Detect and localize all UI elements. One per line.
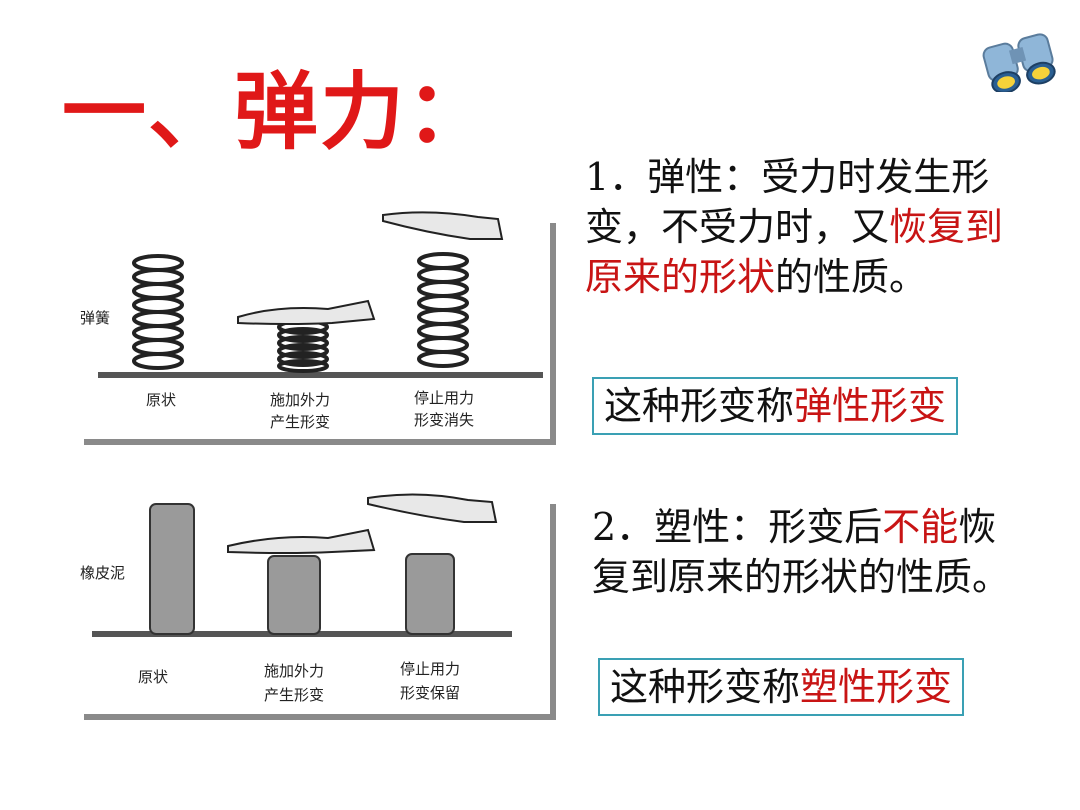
caption-original-2: 原状 — [138, 668, 168, 686]
spring-original — [132, 254, 184, 370]
plasticity-paragraph: 2．塑性：形变后不能恢复到原来的形状的性质。 — [592, 502, 1022, 602]
material-label: 弹簧 — [80, 309, 110, 327]
caption-original: 原状 — [146, 391, 176, 409]
elasticity-text-a: 受力时发生形变，不受力时，又 — [585, 155, 990, 249]
spring-compressed — [277, 319, 329, 373]
plasticine-deformed — [405, 553, 455, 635]
box1-prefix: 这种形变称 — [604, 384, 795, 428]
elasticity-paragraph: 1．弹性：受力时发生形变，不受力时，又恢复到原来的形状的性质。 — [585, 152, 1025, 302]
caption-deform: 产生形变 — [270, 413, 330, 431]
plastic-deformation-box: 这种形变称塑性形变 — [598, 658, 965, 716]
plasticine-squashed — [267, 555, 321, 635]
elastic-deformation-box: 这种形变称弹性形变 — [592, 377, 959, 435]
caption-apply: 施加外力 — [270, 391, 330, 409]
binoculars-icon[interactable] — [975, 22, 1065, 92]
material-label-2: 橡皮泥 — [80, 564, 125, 582]
plasticity-highlight: 不能 — [882, 505, 959, 549]
caption-deform-2: 产生形变 — [264, 686, 324, 704]
elasticity-heading: 1．弹性： — [585, 155, 762, 199]
plasticine-original — [149, 503, 195, 635]
plasticity-text-b: 恢复到原来的形状的性质。 — [592, 505, 1011, 599]
hand-lifted-2 — [367, 493, 498, 523]
hand-pressing — [237, 299, 376, 325]
plasticine-figure: 橡皮泥 原状 施加外力 产生形变 停止用力 形变保留 — [78, 486, 563, 726]
elasticity-highlight: 恢复到原来的形状 — [585, 205, 1004, 299]
box2-term: 塑性形变 — [800, 665, 953, 709]
slide-title: 一、弹力： — [62, 62, 493, 161]
plasticity-text-a: 形变后 — [768, 505, 883, 549]
caption-stop: 停止用力 — [414, 389, 474, 407]
spring-figure: 弹簧 原状 施加外力 产生形变 停止用力 形变消失 — [78, 205, 563, 450]
hand-lifted — [382, 211, 504, 240]
caption-vanish: 形变消失 — [414, 411, 474, 429]
caption-apply-2: 施加外力 — [264, 662, 324, 680]
box1-term: 弹性形变 — [794, 384, 947, 428]
hand-pressing-2 — [227, 528, 376, 554]
spring-restored — [417, 252, 469, 368]
plasticity-heading: 2．塑性： — [592, 505, 769, 549]
caption-stop-2: 停止用力 — [400, 660, 460, 678]
elasticity-text-b: 的性质。 — [775, 255, 928, 299]
caption-retain-2: 形变保留 — [400, 684, 460, 702]
box2-prefix: 这种形变称 — [610, 665, 801, 709]
